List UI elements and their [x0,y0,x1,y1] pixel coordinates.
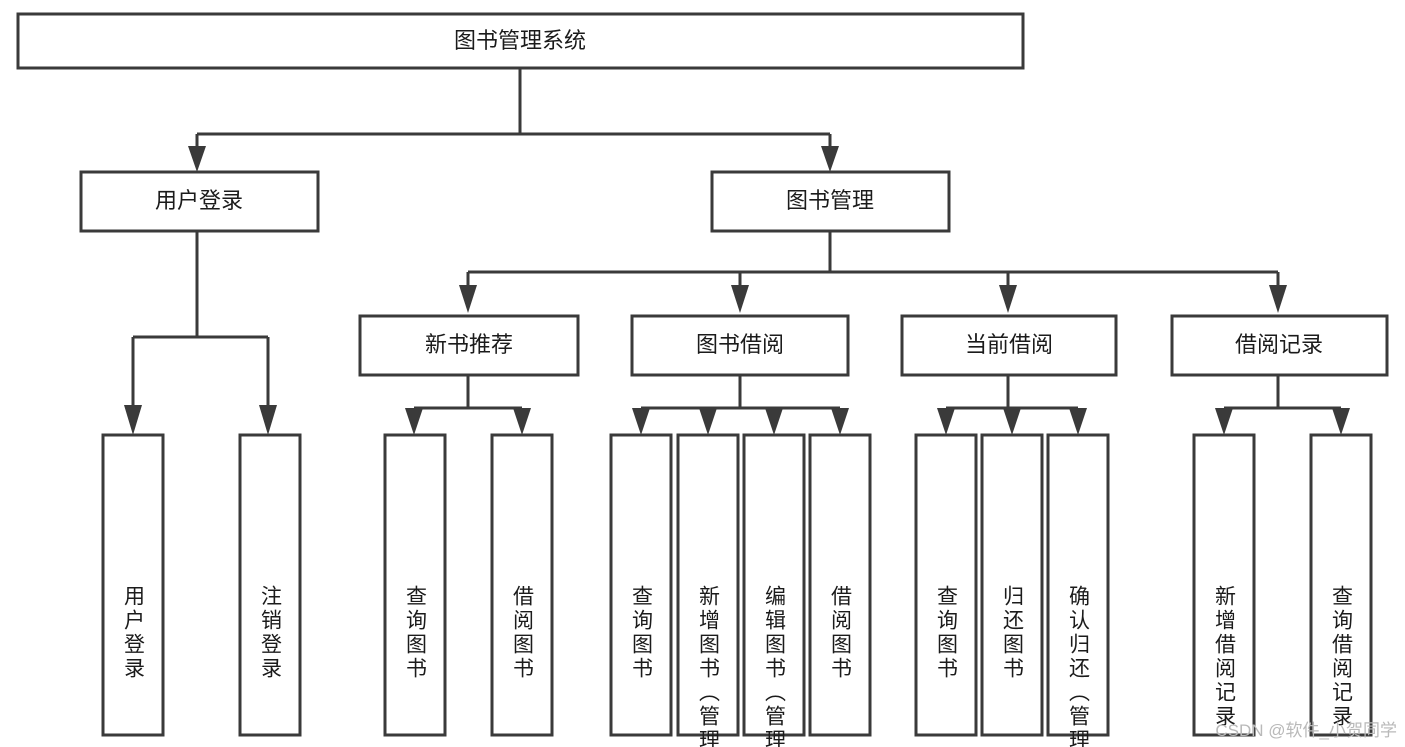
leaf-borrow-record-query[interactable]: 查询借阅记录 [1309,433,1373,737]
node-book-management-label: 图书管理 [786,188,874,213]
leaf-current-borrow-query-box[interactable] [914,433,978,737]
arrow-head-leaf-bookborrow-4 [831,408,849,435]
leaf-book-borrow-query-box[interactable] [609,433,673,737]
leaf-book-borrow-borrow-label: 借阅图书 [829,585,853,681]
leaf-book-borrow-add-box[interactable] [676,433,740,737]
leaf-borrow-record-add-box[interactable] [1192,433,1256,737]
node-new-book-recommend[interactable]: 新书推荐 [358,314,580,377]
node-borrow-record[interactable]: 借阅记录 [1170,314,1389,377]
leaf-borrow-record-add[interactable]: 新增借阅记录 [1192,433,1256,737]
leaf-current-borrow-confirm-box[interactable] [1046,433,1110,737]
node-book-management-box[interactable] [710,170,951,233]
arrow-head-leaf-currentborrow-2 [1003,408,1021,435]
node-current-borrow-box[interactable] [900,314,1118,377]
leaf-new-book-borrow-box[interactable] [490,433,554,737]
arrow-head-leaf-newbook-2 [513,408,531,435]
node-current-borrow[interactable]: 当前借阅 [900,314,1118,377]
node-borrow-record-label: 借阅记录 [1235,332,1323,357]
leaf-current-borrow-return[interactable]: 归还图书 [980,433,1044,737]
arrow-head-leaf-newbook-1 [405,408,423,435]
leaf-current-borrow-confirm-label: 确认归还（管理员） [1067,585,1091,747]
leaf-book-borrow-query-label: 查询图书 [630,585,654,681]
node-book-borrow[interactable]: 图书借阅 [630,314,850,377]
arrow-head-leaf-borrowrecord-1 [1215,408,1233,435]
node-new-book-recommend-label: 新书推荐 [425,332,513,357]
leaf-current-borrow-query-label: 查询图书 [935,585,959,681]
leaf-book-borrow-edit[interactable]: 编辑图书（管理员） [742,433,806,747]
leaf-new-book-query-label: 查询图书 [404,585,428,681]
leaf-user-login-login-label: 用户登录 [122,585,146,681]
arrow-head-bookmgmt [821,146,839,172]
leaf-book-borrow-borrow-box[interactable] [808,433,872,737]
leaf-book-borrow-add-label: 新增图书（管理员） [697,585,721,747]
leaf-current-borrow-return-box[interactable] [980,433,1044,737]
arrow-head-borrowrecord [1269,285,1287,313]
arrow-head-leaf-borrowrecord-2 [1332,408,1350,435]
node-new-book-recommend-box[interactable] [358,314,580,377]
leaf-borrow-record-query-label: 查询借阅记录 [1330,585,1354,729]
leaf-user-login-logout-box[interactable] [238,433,302,737]
leaf-user-login-login[interactable]: 用户登录 [101,433,165,737]
node-book-borrow-box[interactable] [630,314,850,377]
leaf-borrow-record-query-box[interactable] [1309,433,1373,737]
node-root[interactable]: 图书管理系统 [16,12,1025,70]
leaf-user-login-login-box[interactable] [101,433,165,737]
leaf-new-book-query-box[interactable] [383,433,447,737]
node-user-login[interactable]: 用户登录 [79,170,320,233]
leaf-book-borrow-borrow[interactable]: 借阅图书 [808,433,872,737]
csdn-watermark: CSDN @软件_小贺同学 [1215,721,1397,740]
leaf-book-borrow-add[interactable]: 新增图书（管理员） [676,433,740,747]
node-root-label: 图书管理系统 [454,28,586,53]
arrow-head-newbook [459,285,477,313]
leaf-new-book-borrow-label: 借阅图书 [511,585,535,681]
leaf-new-book-borrow[interactable]: 借阅图书 [490,433,554,737]
leaf-book-borrow-edit-label: 编辑图书（管理员） [763,585,787,747]
node-book-borrow-label: 图书借阅 [696,332,784,357]
arrow-head-leaf-currentborrow-1 [937,408,955,435]
arrow-head-userlogin [188,146,206,172]
arrow-head-leaf-bookborrow-2 [699,408,717,435]
arrow-head-bookborrow [731,285,749,313]
arrow-head-leaf-userlogin-2 [259,405,277,435]
leaf-borrow-record-add-label: 新增借阅记录 [1213,585,1237,729]
leaf-current-borrow-confirm[interactable]: 确认归还（管理员） [1046,433,1110,747]
leaf-new-book-query[interactable]: 查询图书 [383,433,447,737]
leaf-book-borrow-edit-box[interactable] [742,433,806,737]
arrow-head-leaf-bookborrow-1 [632,408,650,435]
arrow-head-leaf-bookborrow-3 [765,408,783,435]
arrow-head-currentborrow [999,285,1017,313]
leaf-user-login-logout[interactable]: 注销登录 [238,433,302,737]
leaf-user-login-logout-label: 注销登录 [259,585,283,681]
node-root-box[interactable] [16,12,1025,70]
node-user-login-label: 用户登录 [155,188,243,213]
leaf-book-borrow-query[interactable]: 查询图书 [609,433,673,737]
connector-layer [124,68,1350,435]
node-borrow-record-box[interactable] [1170,314,1389,377]
arrow-head-leaf-userlogin-1 [124,405,142,435]
leaf-current-borrow-query[interactable]: 查询图书 [914,433,978,737]
node-current-borrow-label: 当前借阅 [965,332,1053,357]
leaf-current-borrow-return-label: 归还图书 [1001,585,1025,681]
node-user-login-box[interactable] [79,170,320,233]
arrow-head-leaf-currentborrow-3 [1069,408,1087,435]
node-book-management[interactable]: 图书管理 [710,170,951,233]
